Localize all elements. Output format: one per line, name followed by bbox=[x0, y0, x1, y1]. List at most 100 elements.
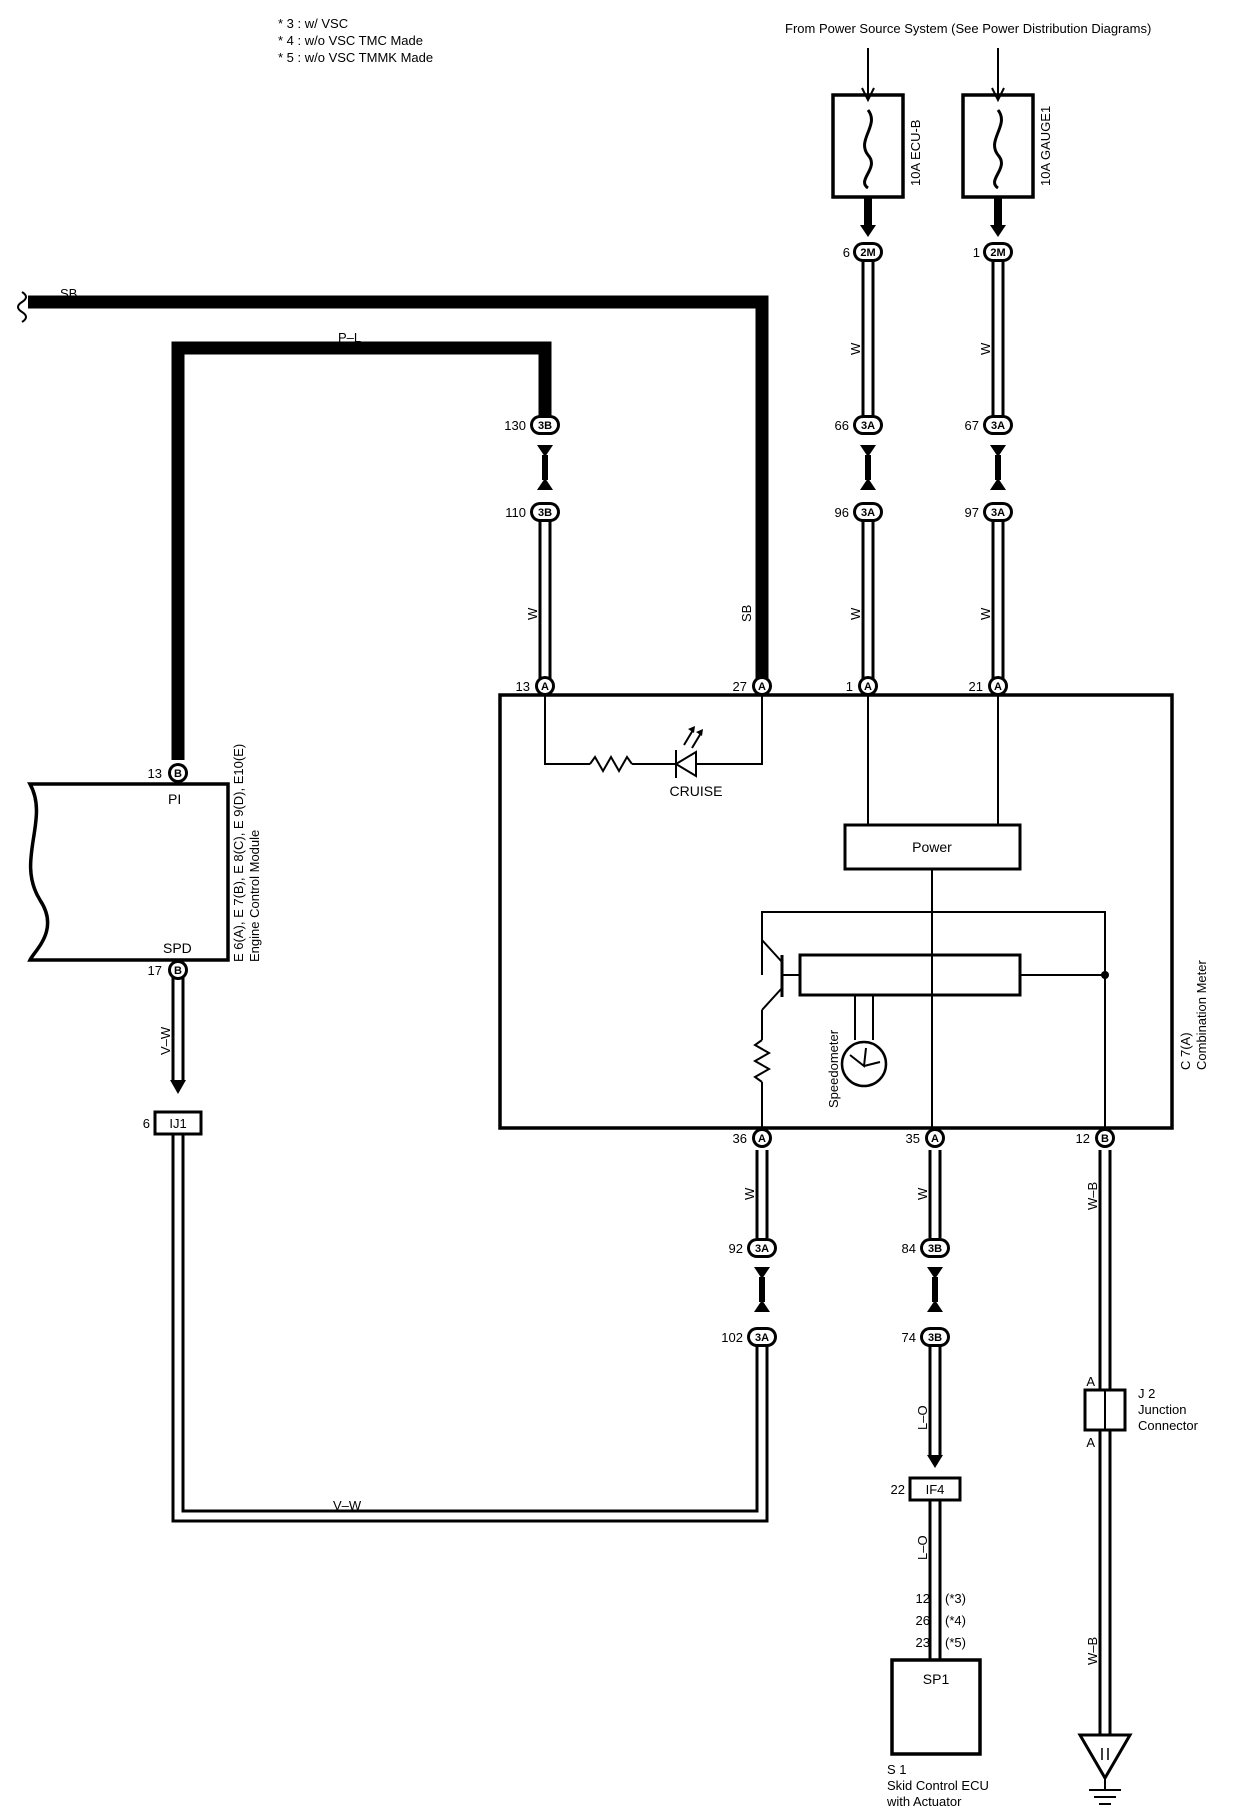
note-4: * 4 : w/o VSC TMC Made bbox=[278, 33, 423, 48]
svg-text:IF4: IF4 bbox=[926, 1482, 945, 1497]
j2-pin-bottom: A bbox=[1086, 1435, 1095, 1450]
connector-3b-84: 3B 84 bbox=[902, 1238, 950, 1258]
svg-text:3A: 3A bbox=[861, 507, 875, 519]
wire-w-cruise: W bbox=[525, 520, 552, 686]
wire-sb-label-side: SB bbox=[739, 605, 754, 622]
svg-text:67: 67 bbox=[965, 418, 979, 433]
wire-lo-label: L–O bbox=[915, 1535, 930, 1560]
svg-text:13: 13 bbox=[516, 679, 530, 694]
ecm-ref-label: E 6(A), E 7(B), E 8(C), E 9(D), E10(E) bbox=[231, 744, 246, 962]
svg-text:74: 74 bbox=[902, 1330, 916, 1345]
svg-text:A: A bbox=[758, 681, 766, 693]
wire-lo-label: L–O bbox=[915, 1405, 930, 1430]
note-3: * 3 : w/ VSC bbox=[278, 16, 348, 31]
svg-text:27: 27 bbox=[733, 679, 747, 694]
connector-2m-ecu-b: 2M 6 bbox=[843, 242, 883, 262]
connector-3a-96: 3A 96 bbox=[835, 502, 883, 522]
svg-text:A: A bbox=[931, 1133, 939, 1145]
svg-text:A: A bbox=[541, 681, 549, 693]
resistor-icon bbox=[752, 1039, 772, 1083]
j2-ref-label: J 2 bbox=[1138, 1386, 1155, 1401]
connector-pair-arrows bbox=[754, 1267, 770, 1312]
svg-text:IJ1: IJ1 bbox=[169, 1116, 186, 1131]
svg-text:2M: 2M bbox=[860, 247, 875, 259]
connector-3a-66: 3A 66 bbox=[835, 415, 883, 435]
wire-w-label: W bbox=[978, 342, 993, 355]
wire-pl-label: P–L bbox=[338, 330, 361, 345]
wire-w-label: W bbox=[848, 342, 863, 355]
meter-pin-13: A 13 bbox=[516, 676, 555, 696]
svg-text:3A: 3A bbox=[755, 1243, 769, 1255]
skid-pin-12: 12 bbox=[916, 1591, 930, 1606]
svg-text:B: B bbox=[1101, 1133, 1109, 1145]
svg-text:3A: 3A bbox=[991, 420, 1005, 432]
transistor-icon bbox=[761, 939, 800, 1011]
svg-text:B: B bbox=[174, 965, 182, 977]
svg-text:A: A bbox=[758, 1133, 766, 1145]
skid-ref-label: S 1 bbox=[887, 1762, 907, 1777]
svg-text:2M: 2M bbox=[990, 247, 1005, 259]
fuse-ecu-b: 10A ECU-B bbox=[831, 48, 923, 237]
svg-text:84: 84 bbox=[902, 1241, 916, 1256]
skid-name-2: with Actuator bbox=[886, 1794, 962, 1809]
j2-name-2: Connector bbox=[1138, 1418, 1199, 1433]
wire-vw-label-side: V–W bbox=[158, 1026, 173, 1055]
skid-variant-5: (*5) bbox=[945, 1635, 966, 1650]
svg-text:3A: 3A bbox=[755, 1332, 769, 1344]
svg-text:A: A bbox=[994, 681, 1002, 693]
engine-control-module: B 13 PI SPD B 17 E 6(A), E 7(B), E 8(C),… bbox=[27, 744, 262, 980]
svg-text:102: 102 bbox=[721, 1330, 743, 1345]
fuse-ecu-b-label: 10A ECU-B bbox=[908, 120, 923, 186]
junction-if4: IF4 22 bbox=[891, 1476, 962, 1502]
meter-pin-36: A 36 bbox=[733, 1128, 772, 1148]
skid-variant-4: (*4) bbox=[945, 1613, 966, 1628]
wire-w-label: W bbox=[525, 607, 540, 620]
svg-text:22: 22 bbox=[891, 1482, 905, 1497]
skid-variant-3: (*3) bbox=[945, 1591, 966, 1606]
ground-icon bbox=[1077, 1733, 1133, 1805]
skid-pin-23: 23 bbox=[916, 1635, 930, 1650]
fuse-icon bbox=[863, 109, 873, 190]
wire-vw: V–W V–W bbox=[158, 972, 769, 1523]
connector-pair-arrows bbox=[537, 445, 553, 490]
svg-text:B: B bbox=[174, 768, 182, 780]
meter-name-label: Combination Meter bbox=[1194, 960, 1209, 1070]
wire-wb-label: W–B bbox=[1085, 1637, 1100, 1665]
wire-w-36: W bbox=[742, 1150, 769, 1238]
wire-sb-label-top: SB bbox=[60, 286, 77, 301]
speedometer-label: Speedometer bbox=[826, 1029, 841, 1108]
connector-3b-110: 3B 110 bbox=[505, 502, 560, 522]
svg-text:21: 21 bbox=[969, 679, 983, 694]
meter-pin-12: B 12 bbox=[1076, 1128, 1115, 1148]
connector-pair-arrows bbox=[860, 445, 876, 490]
skid-ecu-box bbox=[890, 1658, 982, 1756]
ecm-name-label: Engine Control Module bbox=[247, 830, 262, 962]
svg-text:3B: 3B bbox=[928, 1332, 942, 1344]
svg-text:3B: 3B bbox=[928, 1243, 942, 1255]
svg-text:A: A bbox=[864, 681, 872, 693]
wire-w-label: W bbox=[915, 1187, 930, 1200]
svg-text:66: 66 bbox=[835, 418, 849, 433]
svg-text:1: 1 bbox=[973, 245, 980, 260]
svg-text:130: 130 bbox=[504, 418, 526, 433]
wire-wb-label: W–B bbox=[1085, 1182, 1100, 1210]
meter-pin-35: A 35 bbox=[906, 1128, 945, 1148]
speedometer-ic bbox=[798, 953, 1022, 997]
note-5: * 5 : w/o VSC TMMK Made bbox=[278, 50, 433, 65]
svg-text:3A: 3A bbox=[861, 420, 875, 432]
connector-3b-74: 3B 74 bbox=[902, 1327, 950, 1347]
wire-w-label: W bbox=[848, 607, 863, 620]
skid-pin-26: 26 bbox=[916, 1613, 930, 1628]
svg-text:1: 1 bbox=[846, 679, 853, 694]
wire-vw-label-bottom: V–W bbox=[333, 1498, 362, 1513]
wire-w-35: W bbox=[915, 1150, 942, 1238]
wire-w-ecu-b: W W bbox=[848, 262, 875, 686]
ecm-pin-17: B 17 bbox=[148, 960, 188, 980]
power-label: Power bbox=[912, 839, 952, 855]
ecm-spd-label: SPD bbox=[163, 940, 192, 956]
connector-2m-gauge1: 2M 1 bbox=[973, 242, 1013, 262]
skid-name-1: Skid Control ECU bbox=[887, 1778, 989, 1793]
svg-text:6: 6 bbox=[143, 1116, 150, 1131]
connector-pair-arrows bbox=[927, 1267, 943, 1312]
